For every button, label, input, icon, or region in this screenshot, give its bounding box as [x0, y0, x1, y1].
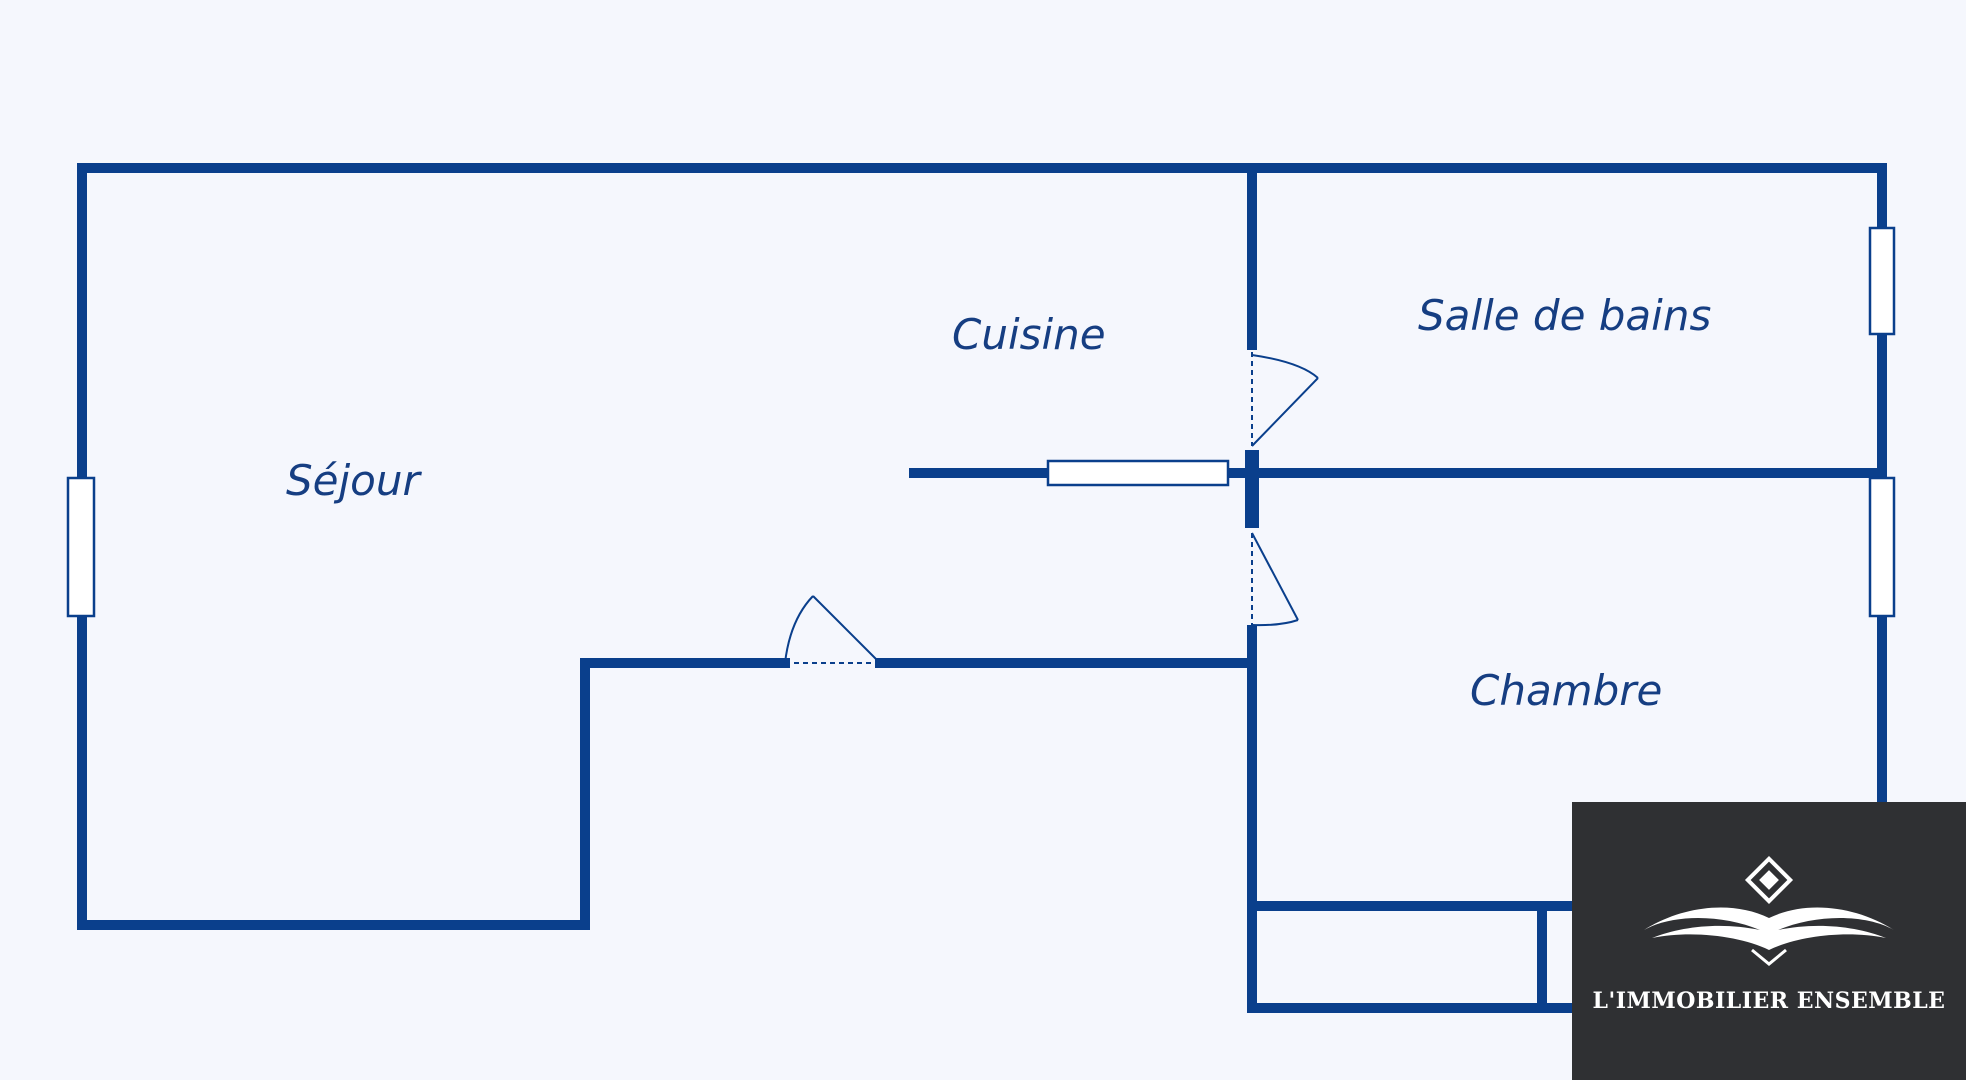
door-entrance — [784, 595, 881, 664]
room-label-chambre: Chambre — [1470, 666, 1662, 715]
kitchen-counter-window — [1046, 459, 1230, 487]
windows — [66, 226, 1896, 618]
door-bathroom — [1251, 352, 1319, 447]
window-chambre-east — [1868, 476, 1896, 618]
door-bedroom — [1251, 532, 1299, 627]
interior-walls — [909, 163, 1879, 1013]
room-label-cuisine: Cuisine — [952, 310, 1106, 359]
diamond-wings-logo-icon — [1644, 855, 1894, 966]
window-sejour-west — [66, 476, 96, 618]
doors — [784, 352, 1319, 664]
room-label-salle-de-bains: Salle de bains — [1418, 291, 1711, 340]
agency-logo-box: L'IMMOBILIER ENSEMBLE — [1572, 802, 1966, 1080]
agency-name: L'IMMOBILIER ENSEMBLE — [1592, 988, 1946, 1014]
room-label-sejour: Séjour — [286, 456, 422, 505]
window-bath-east — [1868, 226, 1896, 336]
